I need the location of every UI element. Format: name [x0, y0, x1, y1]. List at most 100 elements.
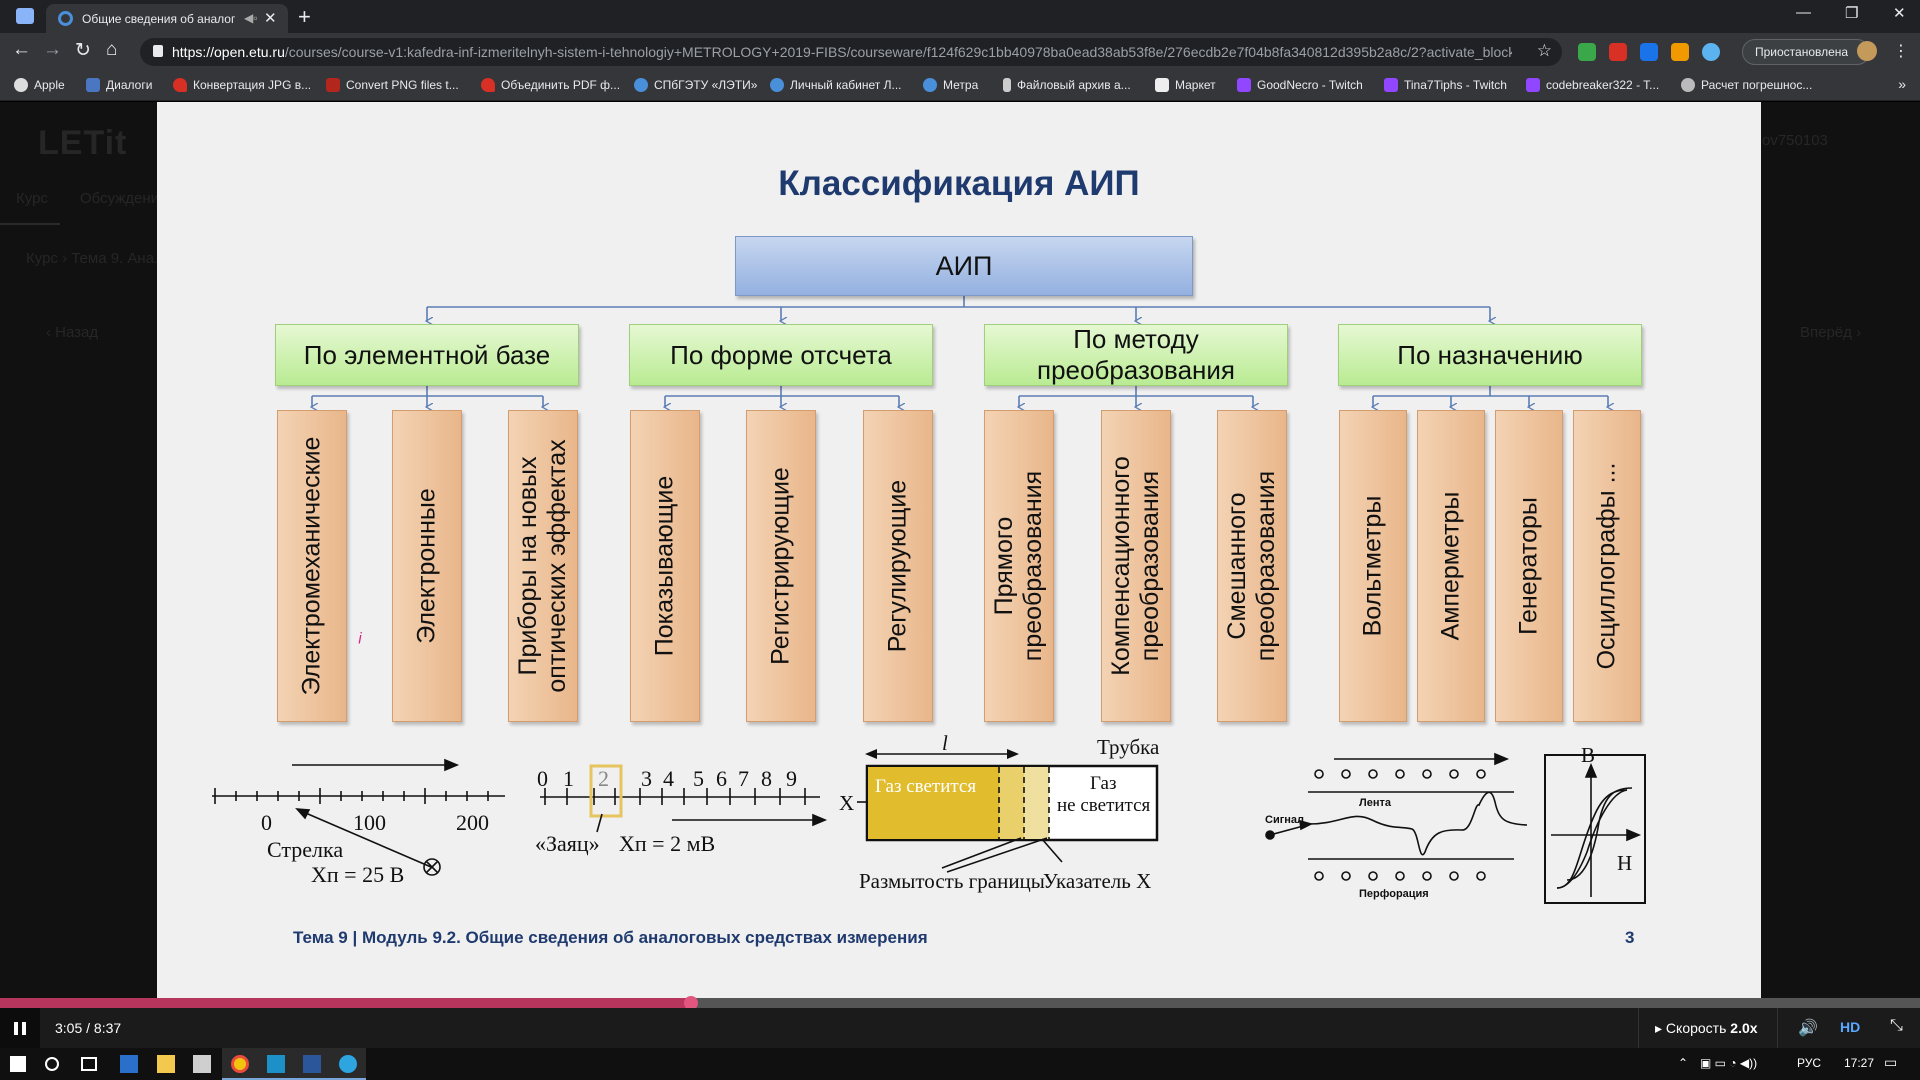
- tab-close-icon[interactable]: ✕: [264, 10, 277, 27]
- video-progress-handle[interactable]: [684, 996, 699, 1010]
- store-icon[interactable]: [193, 1055, 211, 1073]
- file-explorer-icon[interactable]: [157, 1055, 175, 1073]
- bookmark-item[interactable]: Конвертация JPG в...: [173, 76, 311, 94]
- extension-skype-icon[interactable]: [1640, 43, 1658, 61]
- digit-0: 0: [537, 766, 548, 791]
- leaf-new-optical-effects: Приборы на новых оптических эффектах: [508, 410, 578, 722]
- bookmark-item[interactable]: Apple: [14, 76, 65, 94]
- bookmark-item[interactable]: Метра: [923, 76, 978, 94]
- extension-shield-icon[interactable]: [1578, 43, 1596, 61]
- tab-audio-icon[interactable]: ◀▫: [244, 11, 258, 25]
- bookmark-star-icon[interactable]: ☆: [1536, 41, 1552, 60]
- market-icon: [1155, 78, 1169, 92]
- site-logo: LETit: [38, 124, 128, 162]
- breadcrumb: Курс › Тема 9. Ана...: [26, 250, 167, 267]
- playback-speed-button[interactable]: ▸ Скорость 2.0x: [1638, 1008, 1778, 1048]
- hd-toggle-button[interactable]: HD: [1840, 1019, 1861, 1035]
- window-minimize-button[interactable]: —: [1796, 4, 1811, 21]
- window-restore-button[interactable]: ❐: [1845, 5, 1859, 22]
- taskbar-clock[interactable]: 17:27: [1844, 1056, 1875, 1070]
- video-progress-bar[interactable]: [0, 996, 1920, 1010]
- pause-button[interactable]: [0, 1008, 40, 1048]
- digit-2: 2: [598, 766, 609, 791]
- tray-overflow-icon[interactable]: ⌃: [1678, 1056, 1689, 1070]
- control-panel-icon[interactable]: [120, 1055, 138, 1073]
- url-text[interactable]: https://open.etu.ru/courses/course-v1:ka…: [172, 44, 1512, 60]
- discrete-scale-figure: [540, 764, 828, 833]
- bookmark-item[interactable]: Convert PNG files t...: [326, 76, 459, 94]
- tape-label: Лента: [1359, 797, 1392, 809]
- extension-cloud-icon[interactable]: [1702, 43, 1720, 61]
- volume-icon[interactable]: 🔊: [1798, 1020, 1818, 1037]
- taskbar-app-s[interactable]: [258, 1048, 294, 1080]
- bookmark-item[interactable]: Tina7Tiphs - Twitch: [1384, 76, 1507, 94]
- tray-status-icons[interactable]: ▣ ▭ ◔ ◀)): [1700, 1056, 1758, 1070]
- home-button[interactable]: ⌂: [106, 39, 118, 60]
- hare-caption: «Заяц»: [535, 831, 600, 856]
- bookmarks-more-icon[interactable]: »: [1898, 76, 1906, 92]
- site-favicon-icon: [58, 11, 73, 26]
- tab-title: Общие сведения об аналог: [82, 12, 236, 26]
- bookmark-item[interactable]: Личный кабинет Л...: [770, 76, 902, 94]
- lock-icon[interactable]: [153, 45, 163, 57]
- window-close-button[interactable]: ✕: [1893, 5, 1906, 22]
- twitch-icon: [1526, 78, 1540, 92]
- extension-badge-icon[interactable]: [1609, 43, 1627, 61]
- search-icon[interactable]: [45, 1057, 59, 1071]
- signal-label: Сигнал: [1265, 814, 1304, 826]
- keyboard-language[interactable]: РУС: [1797, 1056, 1822, 1070]
- task-view-icon[interactable]: [81, 1057, 97, 1071]
- next-unit-link: Вперёд ›: [1800, 324, 1862, 341]
- taskbar-telegram[interactable]: [330, 1048, 366, 1080]
- forward-button[interactable]: →: [43, 39, 62, 60]
- bookmark-item[interactable]: Диалоги: [86, 76, 152, 94]
- telegram-icon: [339, 1055, 357, 1073]
- notifications-icon[interactable]: ▭: [1884, 1054, 1898, 1070]
- fullscreen-exit-icon[interactable]: ⤡: [1890, 1017, 1903, 1034]
- bookmark-item[interactable]: Объединить PDF ф...: [481, 76, 620, 94]
- profile-avatar[interactable]: [1857, 41, 1877, 61]
- slide-title: Классификация АИП: [778, 164, 1140, 203]
- window-menu-icon[interactable]: [16, 8, 34, 24]
- scale-label-0: 0: [261, 810, 272, 835]
- video-slide[interactable]: Классификация АИП: [157, 102, 1761, 998]
- taskbar-chrome[interactable]: [222, 1048, 258, 1080]
- category-element-base: По элементной базе: [275, 324, 579, 386]
- reload-button[interactable]: ↻: [75, 40, 91, 61]
- taskbar-word[interactable]: [294, 1048, 330, 1080]
- heart-icon: [173, 78, 187, 92]
- new-tab-button[interactable]: +: [298, 4, 311, 29]
- profile-paused-label: Приостановлена: [1755, 45, 1849, 59]
- browser-menu-icon[interactable]: ⋮: [1893, 43, 1909, 60]
- back-button[interactable]: ←: [12, 39, 31, 60]
- heart-icon: [481, 78, 495, 92]
- analog-scale-figure: [212, 758, 505, 876]
- bookmark-item[interactable]: Расчет погрешнос...: [1681, 76, 1812, 94]
- bookmark-item[interactable]: СПбГЭТУ «ЛЭТИ»: [634, 76, 757, 94]
- input-x-label: X: [839, 791, 854, 815]
- apple-icon: [14, 78, 28, 92]
- windows-taskbar: ⌃ ▣ ▭ ◔ ◀)) РУС 17:27 ▭: [0, 1048, 1920, 1080]
- url-path: /courses/course-v1:kafedra-inf-izmeritel…: [284, 44, 1512, 60]
- gas-no-glow-label-1: Газ: [1090, 773, 1116, 794]
- profile-paused-button[interactable]: Приостановлена: [1742, 39, 1870, 65]
- scale-label-100: 100: [353, 810, 386, 835]
- windows-start-icon[interactable]: [10, 1056, 26, 1072]
- leaf-mixed-conversion: Смешанного преобразования: [1217, 410, 1287, 722]
- pointer-caption: Стрелка: [267, 837, 343, 862]
- bookmark-item[interactable]: Маркет: [1155, 76, 1216, 94]
- analog-resolution: Xп = 25 В: [311, 862, 404, 887]
- address-bar[interactable]: https://open.etu.ru/courses/course-v1:ka…: [140, 38, 1562, 66]
- extension-orange-icon[interactable]: [1671, 43, 1689, 61]
- digit-4: 4: [663, 766, 674, 791]
- bookmark-item[interactable]: Файловый архив а...: [1003, 76, 1131, 94]
- browser-tab-active[interactable]: Общие сведения об аналог ◀▫ ✕: [46, 4, 288, 33]
- twitch-icon: [1384, 78, 1398, 92]
- bookmark-item[interactable]: codebreaker322 - T...: [1526, 76, 1659, 94]
- app-s-icon: [267, 1055, 285, 1073]
- archive-icon: [1003, 78, 1011, 92]
- digit-1: 1: [563, 766, 574, 791]
- url-host: https://open.etu.ru: [172, 44, 285, 60]
- leaf-compensation-conversion: Компенсационного преобразования: [1101, 410, 1171, 722]
- bookmark-item[interactable]: GoodNecro - Twitch: [1237, 76, 1363, 94]
